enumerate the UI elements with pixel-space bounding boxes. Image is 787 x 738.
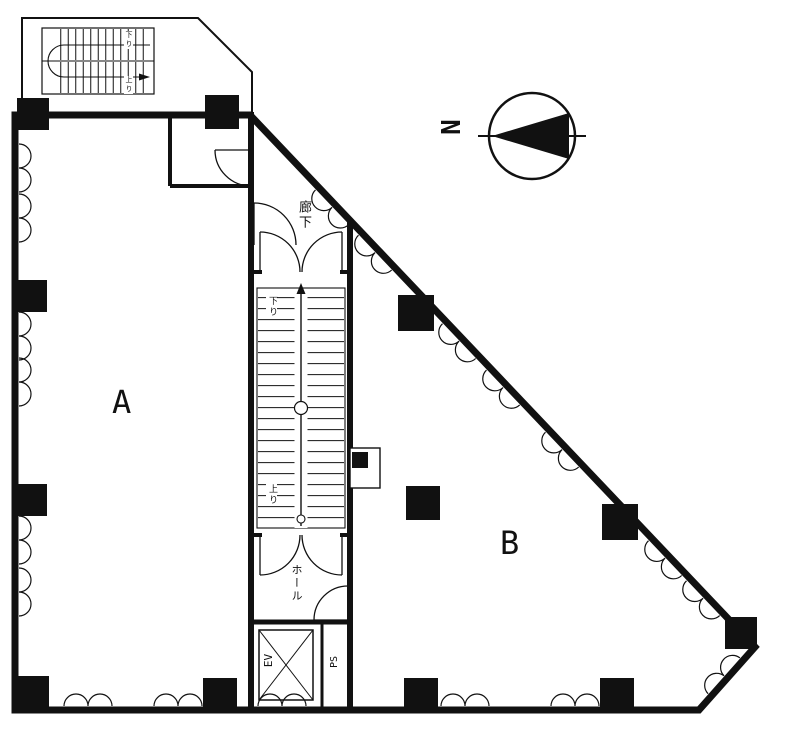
- window-symbol: [18, 567, 32, 617]
- column: [17, 484, 47, 516]
- window-symbol: [63, 693, 113, 707]
- window-symbol: [153, 693, 203, 707]
- window-symbol: [257, 693, 307, 707]
- stair-direction-arrow: [296, 283, 306, 294]
- column: [600, 678, 634, 708]
- compass-needle: [492, 113, 569, 159]
- stair-up-label: 上り: [266, 484, 277, 506]
- door-arc: [301, 231, 343, 273]
- window-symbol: [541, 431, 580, 471]
- elevator-shaft: [258, 629, 314, 701]
- room-b-label: B: [500, 524, 520, 562]
- north-arrow: [478, 91, 586, 181]
- cabinet-block: [352, 452, 368, 468]
- column: [205, 95, 239, 129]
- pipe-space-label: PS: [329, 655, 341, 669]
- roof-stair-up-label: 上り: [124, 76, 133, 94]
- window-symbol: [18, 193, 32, 243]
- columns: [17, 95, 757, 708]
- stair-rail-node: [293, 400, 309, 416]
- roof-stair-down-label: 下り: [124, 31, 133, 49]
- window-symbol: [440, 693, 490, 707]
- window-symbol: [682, 580, 721, 620]
- door-arc: [214, 149, 252, 187]
- door-arc: [313, 585, 349, 621]
- column: [404, 678, 438, 708]
- service-cabinet: [349, 447, 381, 489]
- elevator-cross-line: [258, 629, 314, 701]
- north-label: N: [436, 119, 467, 135]
- stair-direction-arrow: [139, 73, 150, 81]
- door-arc: [253, 202, 297, 246]
- stair-direction-line: [47, 44, 150, 78]
- column: [203, 678, 237, 708]
- elevator-label: EV: [262, 653, 276, 668]
- hall-label: ホール: [290, 564, 303, 603]
- column: [725, 617, 757, 649]
- window-symbol: [18, 143, 32, 193]
- column: [17, 98, 49, 130]
- column: [602, 504, 638, 540]
- windows: [18, 143, 741, 707]
- window-symbol: [18, 515, 32, 565]
- doors: [214, 149, 349, 621]
- window-symbol: [438, 323, 477, 363]
- window-symbol: [550, 693, 600, 707]
- elevator: [258, 629, 314, 701]
- door-arc: [259, 231, 301, 273]
- room-a-label: A: [112, 383, 132, 421]
- window-symbol: [704, 654, 741, 695]
- window-symbol: [354, 234, 393, 274]
- window-symbol: [311, 189, 350, 229]
- window-symbol: [18, 311, 32, 361]
- corridor-label: 廊下: [296, 200, 311, 230]
- window-symbol: [18, 357, 32, 407]
- column: [406, 486, 440, 520]
- column: [398, 295, 434, 331]
- door-arc: [301, 534, 343, 576]
- stair-down-label: 下り: [266, 296, 277, 318]
- stair-enclosure-wall: [21, 17, 253, 115]
- column: [17, 280, 47, 312]
- door-arc: [259, 534, 301, 576]
- column: [17, 676, 49, 708]
- stair-direction-start: [296, 514, 306, 524]
- window-symbol: [482, 369, 521, 409]
- exterior-stair: [21, 17, 253, 115]
